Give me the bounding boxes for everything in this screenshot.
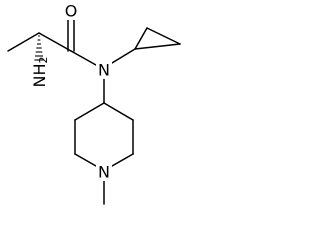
ring-nitrogen-label: N — [98, 163, 110, 182]
stereo-hashed-wedge — [34, 35, 44, 61]
bond-piperidine-c4-c3 — [103, 102, 134, 121]
bond-carbonyl-amide-n — [70, 50, 97, 66]
bond-methyl-alpha — [7, 32, 40, 52]
bond-alpha-carbonyl — [38, 32, 72, 52]
bond-cyclopropyl-2 — [146, 27, 181, 45]
oxygen-label: O — [65, 2, 78, 21]
amine-subscript: 2 — [37, 57, 50, 64]
bond-cyclopropyl-1 — [134, 27, 148, 50]
chemical-structure-diagram: O N NH2 N — [7, 2, 181, 205]
ring-nitrogen-atom: N — [96, 163, 112, 182]
amine-label: NH2 — [30, 57, 50, 88]
bond-piperidine-c5-c4 — [74, 102, 105, 121]
amine-element: NH — [30, 64, 49, 88]
amide-nitrogen-atom: N — [96, 61, 112, 80]
bond-piperidine-n-c6 — [74, 153, 97, 167]
oxygen-atom: O — [63, 2, 79, 21]
amide-nitrogen-label: N — [98, 61, 110, 80]
bond-amide-n-cyclopropyl — [111, 48, 136, 64]
amine-group: NH2 — [25, 57, 53, 88]
bond-cyclopropyl-3 — [134, 43, 181, 50]
bond-piperidine-c2-n — [111, 153, 134, 167]
